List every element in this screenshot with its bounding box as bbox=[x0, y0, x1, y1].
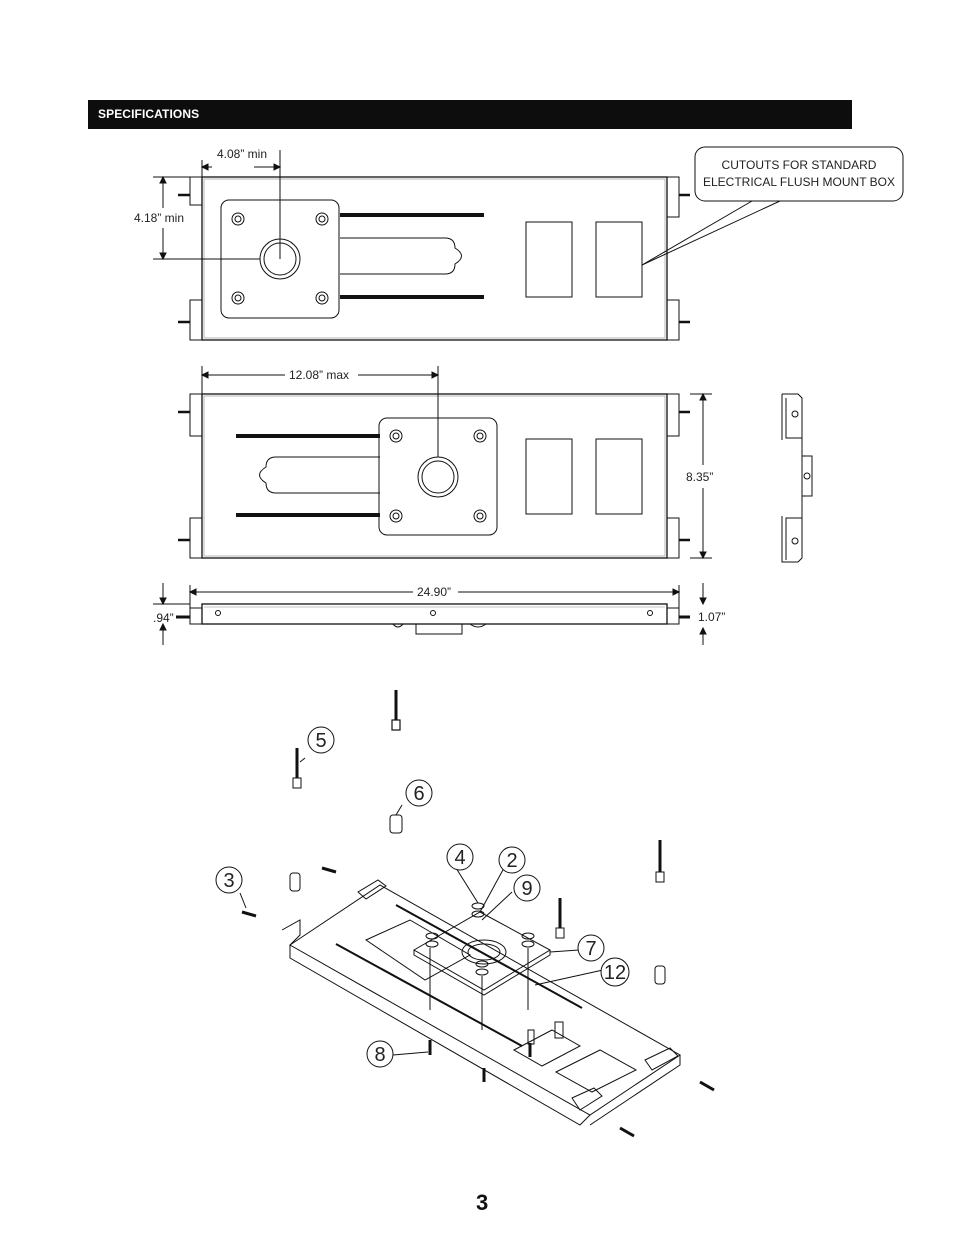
anchor-right bbox=[655, 840, 665, 883]
page-number: 3 bbox=[476, 1190, 489, 1215]
top-view-max bbox=[178, 366, 712, 560]
anchor-mid-right bbox=[555, 898, 565, 939]
callout-line-1: CUTOUTS FOR STANDARD bbox=[722, 158, 877, 172]
section-title: SPECIFICATIONS bbox=[98, 107, 200, 121]
dim-height: 8.35” bbox=[686, 470, 713, 484]
part-label-5: 5 bbox=[315, 730, 326, 752]
exploded-view bbox=[215, 690, 715, 1138]
section-header: SPECIFICATIONS bbox=[88, 100, 852, 129]
callout-line-2: ELECTRICAL FLUSH MOUNT BOX bbox=[703, 175, 895, 189]
part-label-4: 4 bbox=[454, 847, 465, 869]
dim-overall-length: 24.90” bbox=[417, 585, 451, 599]
anchor-5 bbox=[292, 748, 302, 789]
dim-min-x: 4.08” min bbox=[217, 147, 267, 161]
part-label-3: 3 bbox=[223, 870, 234, 892]
part-label-6: 6 bbox=[413, 783, 424, 805]
dim-right-thickness: 1.07” bbox=[698, 610, 725, 624]
part-label-7: 7 bbox=[585, 938, 596, 960]
end-view bbox=[781, 393, 813, 563]
part-label-8: 8 bbox=[374, 1044, 385, 1066]
part-label-12: 12 bbox=[604, 962, 626, 984]
dim-left-thickness: .94” bbox=[153, 611, 174, 625]
dim-max-slide: 12.08” max bbox=[289, 368, 349, 382]
top-view-min bbox=[153, 146, 904, 341]
dim-min-y: 4.18” min bbox=[134, 211, 184, 225]
front-view bbox=[153, 583, 707, 645]
part-label-2: 2 bbox=[506, 850, 517, 872]
anchor-top bbox=[391, 690, 401, 731]
part-label-9: 9 bbox=[521, 878, 532, 900]
